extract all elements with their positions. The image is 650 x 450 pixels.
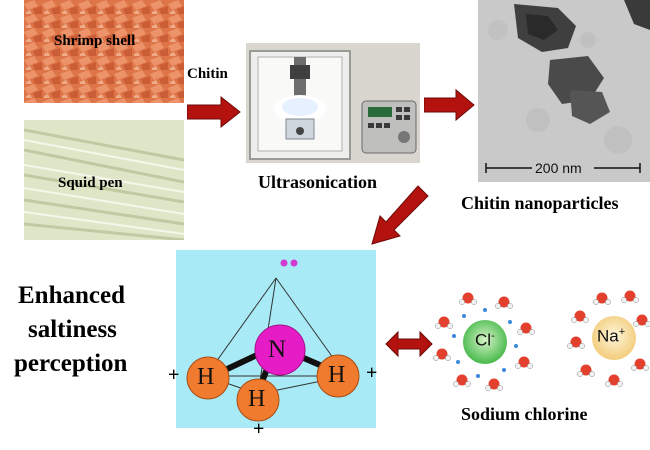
shrimp-shell-photo [24,0,184,103]
enhanced-line-3: perception [14,350,128,377]
double-arrow [385,330,433,358]
hydrated-ions [433,290,650,391]
arrow-to-ultrasonicator [187,95,241,129]
squid-pen-photo [24,120,184,240]
sodium-label: Na [597,326,619,346]
chloride-charge: - [491,330,495,342]
squid-pen-label: Squid pen [58,175,123,191]
sodium-symbol: Na+ [597,326,625,347]
ultrasonicator-photo [246,43,420,163]
sodium-chlorine-label: Sodium chlorine [461,404,588,424]
enhanced-line-1: Enhanced [18,282,125,309]
plus-bottom: + [253,418,265,440]
hydrogen-right-symbol: H [328,362,346,388]
sodium-charge: + [618,326,626,338]
chloride-symbol: Cl- [475,330,495,351]
hydrogen-left-symbol: H [197,364,215,390]
chloride-label: Cl [475,330,492,350]
chitin-arrow-label: Chitin [187,66,228,82]
ammonium-molecule-panel [176,250,376,428]
scale-bar-label: 200 nm [535,160,582,176]
arrow-to-tem [424,88,475,122]
tem-micrograph [478,0,650,182]
nitrogen-symbol: N [268,336,287,363]
ultrasonication-label: Ultrasonication [258,172,377,192]
chitin-nanoparticles-label: Chitin nanoparticles [461,193,619,213]
hydrogen-bottom-symbol: H [248,386,266,412]
arrow-to-molecule [371,185,429,245]
plus-left: + [168,364,180,386]
plus-right: + [366,362,378,384]
shrimp-shell-label: Shrimp shell [54,33,136,49]
enhanced-line-2: saltiness [28,316,117,343]
